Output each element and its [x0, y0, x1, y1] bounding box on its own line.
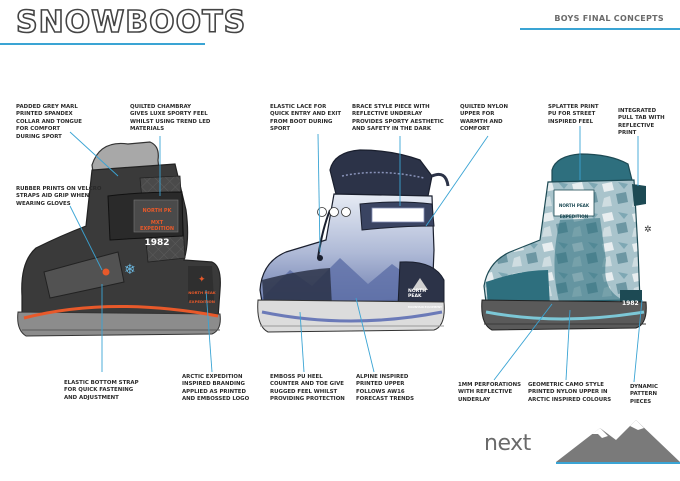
boot-2-illustration — [257, 149, 450, 333]
boot-1-strap-text: NORTH PK MXT EXPEDITION 1982 — [136, 202, 178, 248]
svg-text:✲: ✲ — [644, 225, 652, 235]
boot-3-patch-line2: EXPEDITION — [559, 213, 589, 219]
annotation-padded-collar: PADDED GREY MARL PRINTED SPANDEX COLLAR … — [16, 104, 82, 140]
svg-text:✦: ✦ — [198, 275, 206, 285]
footer-mountain-logo — [556, 420, 680, 464]
boot-2-logo-line2: PEAK — [408, 294, 422, 300]
boot-1-illustration: ❄ ✦ — [17, 141, 221, 337]
annotation-brace-style: BRACE STYLE PIECE WITH REFLECTIVE UNDERL… — [352, 104, 444, 133]
boot-2-logo-line1: NORTH — [408, 289, 427, 295]
annotation-alpine-print: ALPINE INSPIRED PRINTED UPPER FOLLOWS AW… — [356, 374, 415, 403]
leader-lines — [69, 126, 643, 383]
annotation-geometric-camo: GEOMETRIC CAMO STYLE PRINTED NYLON UPPER… — [528, 382, 612, 403]
boot-1-strap-line3: 1982 — [144, 238, 170, 248]
boot-2-logo-line3: MOUNTAIN EQUIPMENT — [408, 305, 442, 309]
boot-3-illustration: ✲ — [481, 153, 652, 331]
brand-logo-next: next — [484, 431, 531, 456]
boot-3-badge-text: 1982 — [622, 292, 639, 308]
annotation-splatter-print: SPLATTER PRINT PU FOR STREET INSPIRED FE… — [548, 104, 599, 125]
annotation-dynamic-pattern: DYNAMIC PATTERN PIECES — [630, 384, 658, 405]
boot-1-logo-line2: EXPEDITION — [189, 298, 215, 304]
annotation-arctic-branding: ARCTIC EXPEDITION INSPIRED BRANDING APPL… — [182, 374, 250, 403]
annotation-quilted-nylon: QUILTED NYLON UPPER FOR WARMTH AND COMFO… — [460, 104, 508, 133]
boot-3-badge: 1982 — [622, 300, 639, 307]
svg-text:❄: ❄ — [124, 262, 136, 278]
annotation-emboss-pu: EMBOSS PU HEEL COUNTER AND TOE GIVE RUGG… — [270, 374, 345, 403]
boot-2-logo-text: NORTH PEAK MOUNTAIN EQUIPMENT — [408, 284, 442, 310]
annotation-elastic-bottom-strap: ELASTIC BOTTOM STRAP FOR QUICK FASTENING… — [64, 380, 139, 401]
boot-3-patch-line1: NORTH PEAK — [558, 203, 590, 209]
boot-1-strap-line2: MXT EXPEDITION — [139, 220, 175, 232]
header-rule-right — [520, 28, 680, 30]
annotation-quilted-chambray: QUILTED CHAMBRAY GIVES LUXE SPORTY FEEL … — [130, 104, 211, 133]
annotation-perforations: 1MM PERFORATIONS WITH REFLECTIVE UNDERLA… — [458, 382, 521, 403]
header-rule-left — [0, 43, 205, 45]
boot-1-logo-text: NORTH PEAK EXPEDITION — [187, 286, 217, 304]
page-subtitle: BOYS FINAL CONCEPTS — [554, 14, 664, 23]
annotation-pull-tab: INTEGRATED PULL TAB WITH REFLECTIVE PRIN… — [618, 108, 665, 137]
boot-1-strap-line1: NORTH PK — [142, 208, 172, 214]
annotation-elastic-lace: ELASTIC LACE FOR QUICK ENTRY AND EXIT FR… — [270, 104, 342, 133]
boot-3-patch-text: NORTH PEAK EXPEDITION — [555, 198, 593, 219]
boot-1-logo-line1: NORTH PEAK — [188, 289, 216, 295]
annotation-rubber-prints: RUBBER PRINTS ON VELCRO STRAPS AID GRIP … — [16, 186, 102, 207]
page-title: SNOWBOOTS — [15, 5, 247, 41]
